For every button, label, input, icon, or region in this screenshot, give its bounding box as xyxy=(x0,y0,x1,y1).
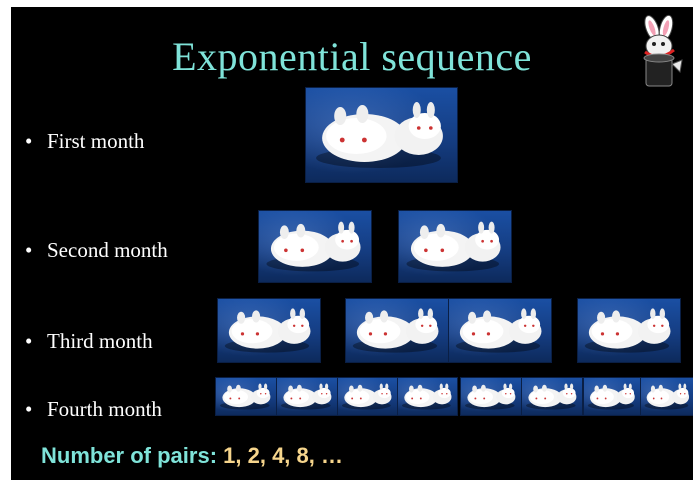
rabbit-pair-image xyxy=(266,221,361,272)
bullet-third-month: • Third month xyxy=(25,329,153,354)
pairs-sequence: 1, 2, 4, 8, … xyxy=(223,443,343,468)
rabbit-pair-photo xyxy=(217,298,321,363)
rabbit-pair-image xyxy=(455,308,542,353)
rabbit-pair-photo xyxy=(337,377,398,416)
rabbit-pair-photo xyxy=(397,377,458,416)
slide-title: Exponential sequence xyxy=(172,34,532,79)
rabbit-pair-image xyxy=(406,221,501,272)
rabbit-pair-image xyxy=(644,383,690,410)
rabbit-pair-image xyxy=(220,383,271,410)
rabbit-pair-photo xyxy=(345,298,449,363)
rabbit-pair-photo xyxy=(448,298,552,363)
bullet-label: Second month xyxy=(47,238,168,262)
bullet-marker: • xyxy=(25,329,33,353)
rabbit-pair-photo xyxy=(460,377,522,416)
bullet-second-month: • Second month xyxy=(25,238,168,263)
rabbit-pair-image xyxy=(465,383,516,410)
bullet-label: First month xyxy=(47,129,145,153)
bullet-marker: • xyxy=(25,238,33,262)
rabbit-mascot-icon xyxy=(643,14,683,87)
rabbit-pair-image xyxy=(587,383,635,410)
rabbit-pair-image xyxy=(281,383,332,410)
rabbit-pair-image xyxy=(401,383,452,410)
pairs-label: Number of pairs: xyxy=(41,443,218,468)
bullet-label: Fourth month xyxy=(47,397,162,421)
bullet-marker: • xyxy=(25,397,33,421)
bullet-marker: • xyxy=(25,129,33,153)
rabbit-pair-image xyxy=(584,308,671,353)
rabbit-pair-image xyxy=(352,308,439,353)
rabbit-pair-photo xyxy=(521,377,583,416)
rabbit-pair-image xyxy=(316,102,443,168)
rabbit-pair-image xyxy=(224,308,311,353)
rabbit-pair-photo xyxy=(215,377,277,416)
bullet-fourth-month: • Fourth month xyxy=(25,397,162,422)
rabbit-pair-photo xyxy=(583,377,641,416)
slide: Exponential sequence • First month • Secon… xyxy=(11,7,693,480)
rabbit-pair-photo xyxy=(258,210,372,283)
bullet-first-month: • First month xyxy=(25,129,144,154)
rabbit-pair-photo xyxy=(305,87,458,183)
number-of-pairs: Number of pairs: 1, 2, 4, 8, … xyxy=(41,443,343,469)
bullet-label: Third month xyxy=(47,329,153,353)
rabbit-pair-image xyxy=(526,383,577,410)
rabbit-pair-photo xyxy=(276,377,338,416)
rabbit-pair-photo xyxy=(640,377,693,416)
rabbit-pair-photo xyxy=(577,298,681,363)
rabbit-pair-photo xyxy=(398,210,512,283)
rabbit-pair-image xyxy=(341,383,392,410)
